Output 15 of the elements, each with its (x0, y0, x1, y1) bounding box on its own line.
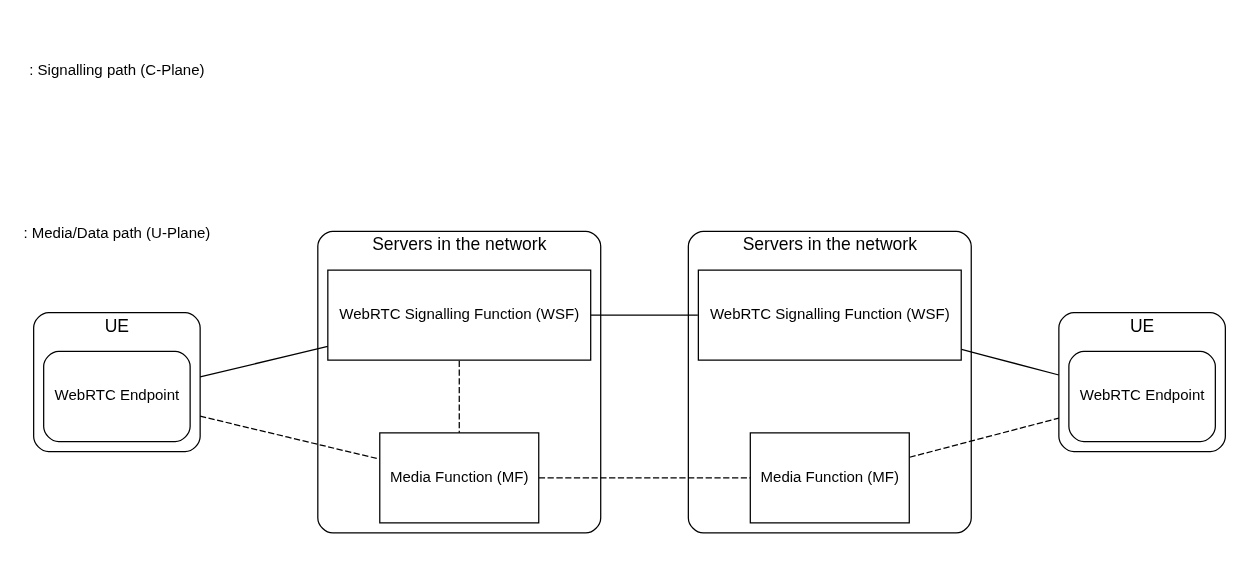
connector (199, 345, 329, 378)
connector (538, 477, 751, 479)
node-box: WebRTC Endpoint (1068, 350, 1216, 443)
connector (590, 314, 699, 316)
connector (909, 417, 1060, 458)
node-box: Media Function (MF) (749, 432, 910, 524)
node-box: WebRTC Signalling Function (WSF) (327, 269, 592, 361)
legend-label: : Signalling path (C-Plane) (29, 60, 205, 78)
connector (199, 415, 381, 460)
node-box: Media Function (MF) (379, 432, 540, 524)
connector (458, 360, 460, 434)
connector (960, 348, 1060, 376)
legend-label: : Media/Data path (U-Plane) (23, 223, 211, 241)
node-box: WebRTC Signalling Function (WSF) (697, 269, 962, 361)
node-box: WebRTC Endpoint (43, 350, 191, 443)
